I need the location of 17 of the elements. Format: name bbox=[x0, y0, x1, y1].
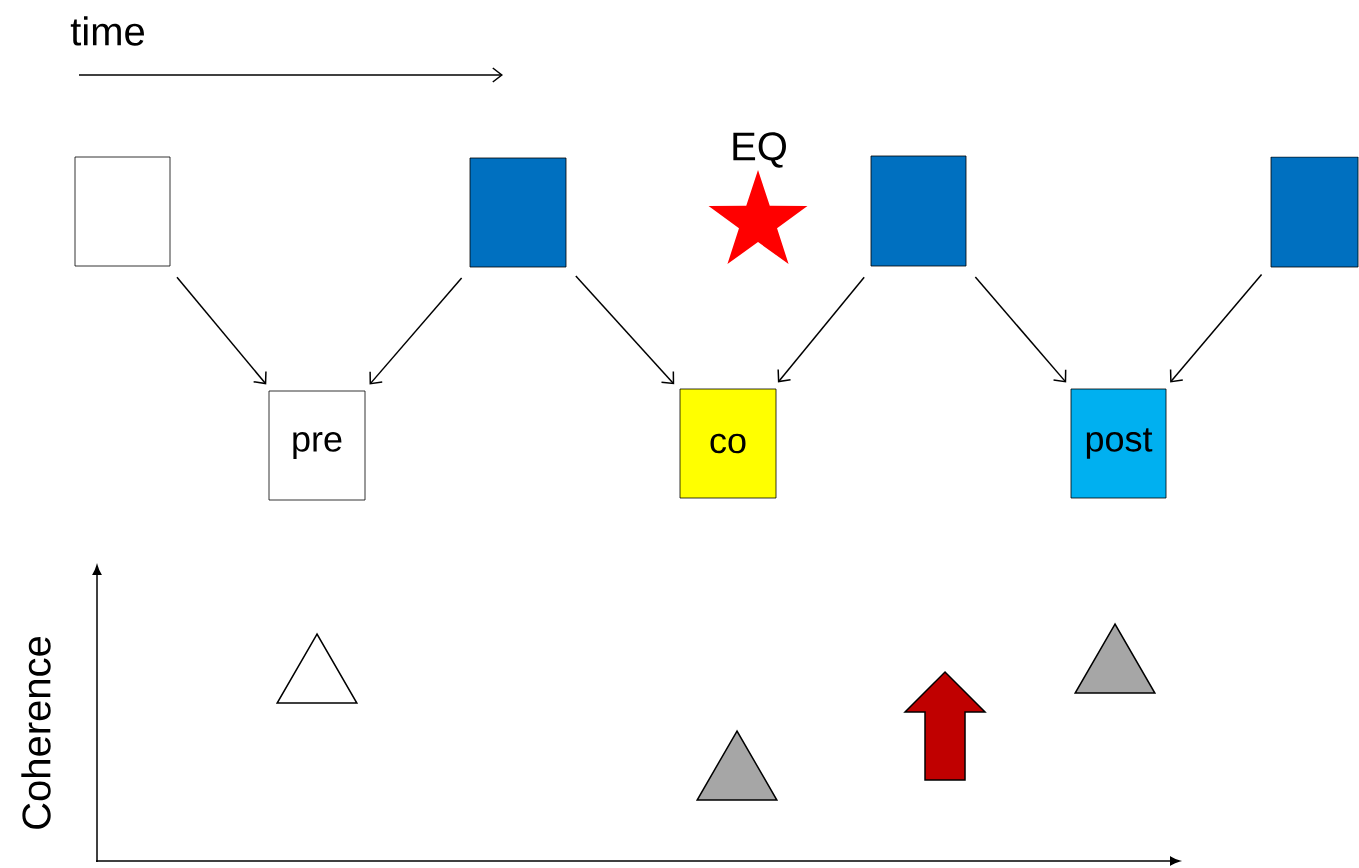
arrow bbox=[176, 276, 267, 385]
box bbox=[74, 156, 171, 267]
box bbox=[870, 155, 967, 267]
label-box: pre bbox=[268, 390, 366, 501]
box bbox=[1270, 156, 1359, 268]
arrow bbox=[974, 276, 1067, 383]
label-box: co bbox=[679, 388, 777, 499]
arrow bbox=[1169, 273, 1263, 383]
box bbox=[469, 157, 567, 268]
label-box: post bbox=[1070, 388, 1167, 499]
axis-title: time bbox=[70, 16, 144, 46]
arrow bbox=[369, 277, 463, 385]
arrow bbox=[575, 275, 675, 385]
star bbox=[708, 170, 808, 265]
event-label: EQ bbox=[733, 132, 786, 168]
axis-title: Coherence bbox=[21, 637, 51, 829]
arrow bbox=[777, 276, 865, 383]
